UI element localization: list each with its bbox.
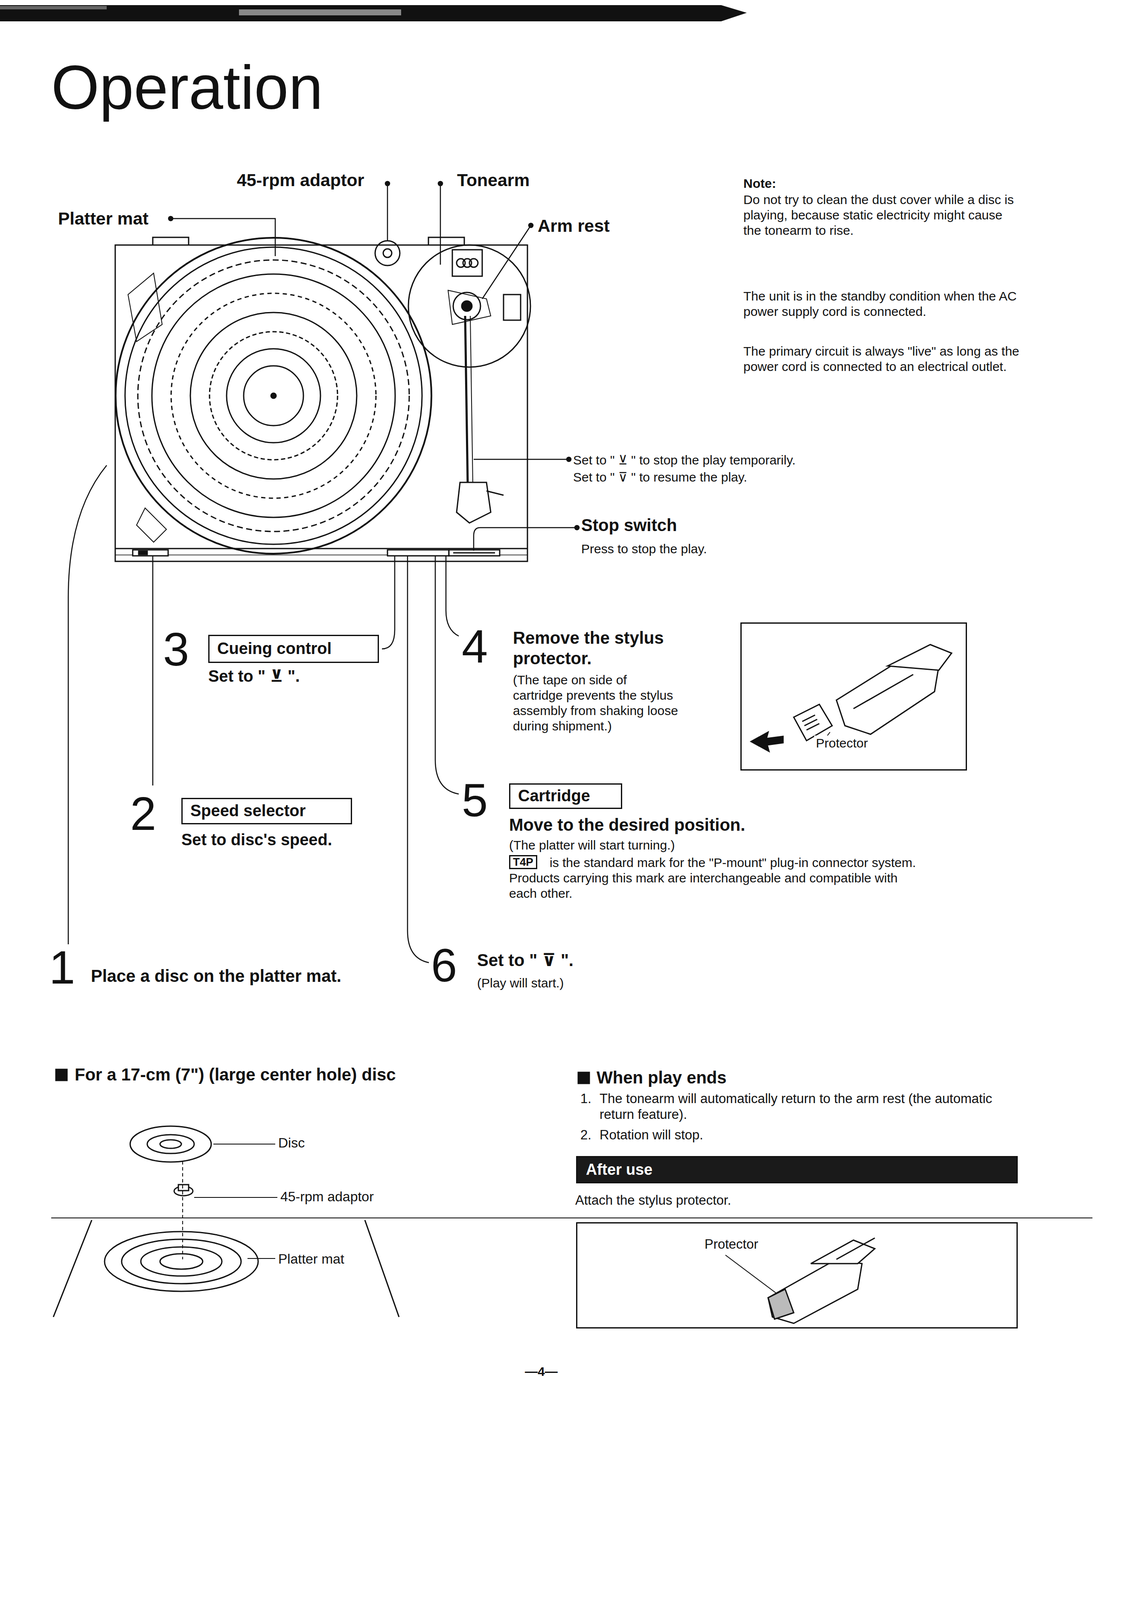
section-band: After use [576, 1155, 1018, 1183]
step-heading: Remove the stylus protector. [512, 627, 697, 669]
instruction: Set to " ⊻ ". [208, 666, 300, 687]
list-number: 1. [580, 1090, 592, 1107]
disc-adaptor-drawing [51, 1068, 1093, 1317]
header-bar [0, 5, 747, 22]
instruction: Place a disc on the platter mat. [90, 965, 342, 986]
part-box: Cartridge [509, 783, 623, 809]
part-label: Platter mat [58, 208, 149, 230]
instruction: Set to " ⊽ " to resume the play. [573, 469, 748, 485]
part-label: Disc [278, 1134, 305, 1151]
part-label: Tonearm [457, 169, 530, 191]
node-text: Cueing control [217, 638, 332, 659]
node-text: Speed selector [190, 800, 306, 821]
page-number: —4— [524, 1363, 558, 1379]
note-text: The primary circuit is always "live" as … [743, 343, 1021, 375]
step-note: (The tape on side of cartridge prevents … [512, 672, 680, 734]
callout-number: 4 [461, 617, 488, 675]
instruction: Press to stop the play. [581, 541, 708, 557]
list-text: The tonearm will automatically return to… [599, 1090, 1010, 1122]
node-text: Protector [702, 1235, 761, 1252]
callout-number: 5 [461, 771, 488, 828]
note-heading: Note: [743, 175, 777, 192]
section-heading: When play ends [596, 1066, 727, 1088]
instruction: Set to " ⊻ " to stop the play temporaril… [573, 452, 796, 468]
instruction: Set to disc's speed. [181, 829, 332, 850]
list-text: Rotation will stop. [599, 1126, 704, 1143]
control-box: Speed selector [181, 797, 353, 825]
note-text: The unit is in the standby condition whe… [743, 288, 1021, 320]
instruction: Set to " ⊽ ". [477, 949, 574, 970]
callout-number: 3 [163, 620, 190, 678]
turntable-drawing [115, 237, 531, 562]
callout-number: 6 [430, 936, 458, 994]
mark-symbol: T4P [509, 854, 538, 869]
callout-number: 2 [130, 785, 157, 842]
cartridge-inset-drawing [751, 644, 952, 752]
inset-frame: Protector [740, 622, 967, 771]
page-title: Operation [51, 50, 324, 125]
part-label: Stop switch [581, 514, 677, 536]
node-text: Protector [814, 735, 870, 751]
step-note: (Play will start.) [477, 975, 564, 991]
part-label: Platter mat [278, 1250, 345, 1267]
part-label: 45-rpm adaptor [280, 1188, 374, 1205]
section-heading: For a 17-cm (7") (large center hole) dis… [74, 1063, 397, 1085]
leader-lines [68, 183, 577, 963]
step-heading: Move to the desired position. [509, 814, 746, 835]
part-label: Arm rest [537, 215, 610, 237]
step-note: is the standard mark for the "P-mount" p… [509, 854, 919, 901]
node-text: Cartridge [518, 786, 591, 806]
part-label: 45-rpm adaptor [236, 169, 365, 191]
node-text: After use [585, 1159, 653, 1179]
note-text: Do not try to clean the dust cover while… [743, 192, 1021, 239]
list-number: 2. [580, 1126, 592, 1143]
control-box: Cueing control [208, 634, 379, 663]
callout-number: 1 [49, 938, 76, 996]
step-note: (The platter will start turning.) [509, 837, 675, 853]
illustration-frame: Protector [576, 1221, 1018, 1328]
instruction: Attach the stylus protector. [575, 1191, 731, 1208]
